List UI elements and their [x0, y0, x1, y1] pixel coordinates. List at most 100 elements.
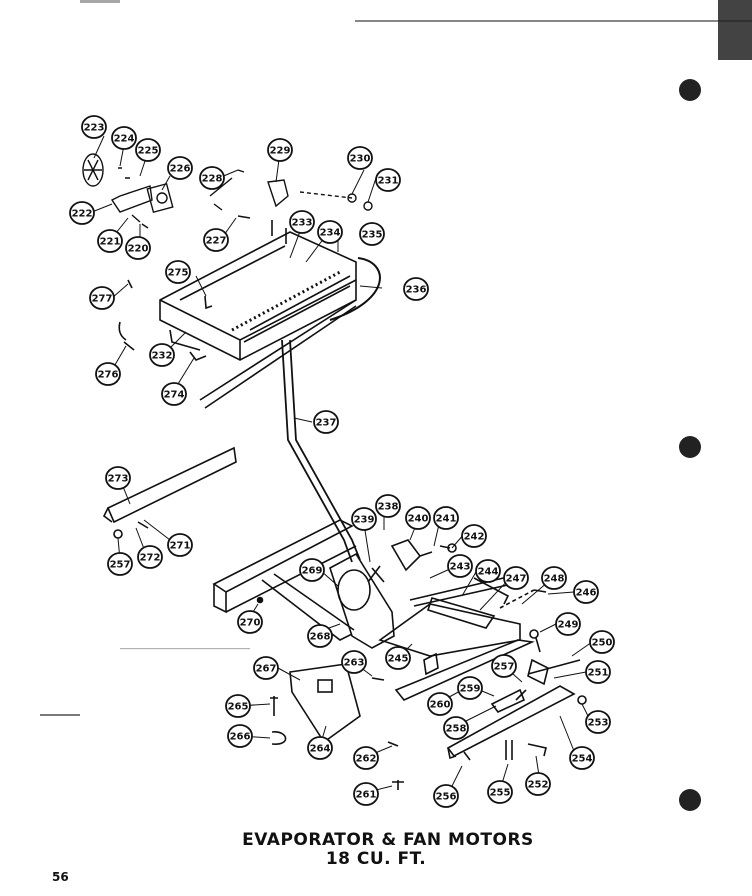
callout-circle: [427, 692, 453, 716]
callout-circle: [317, 220, 343, 244]
callout-circle: [95, 362, 121, 386]
callout-label: 223: [84, 123, 105, 134]
callout-274: 274: [161, 382, 187, 406]
callout-260: 260: [427, 692, 453, 716]
callout-268: 268: [307, 624, 333, 648]
callout-label: 268: [310, 632, 331, 643]
callout-244: 244: [475, 559, 501, 583]
callout-276: 276: [95, 362, 121, 386]
refrigerant-tube: [281, 339, 361, 563]
callout-252: 252: [525, 772, 551, 796]
callout-label: 267: [256, 664, 277, 675]
callout-circle: [149, 343, 175, 367]
callout-circle: [585, 660, 611, 684]
callout-275: 275: [165, 260, 191, 284]
callout-circle: [457, 676, 483, 700]
callout-263: 263: [341, 650, 367, 674]
callout-label: 231: [378, 176, 399, 187]
evaporator-coil: [118, 220, 381, 409]
callout-circle: [225, 694, 251, 718]
callout-251: 251: [585, 660, 611, 684]
callout-circle: [111, 126, 137, 150]
callout-circle: [461, 524, 487, 548]
callout-label: 243: [450, 562, 471, 573]
callout-circle: [167, 533, 193, 557]
callout-circle: [375, 168, 401, 192]
callout-243: 243: [447, 554, 473, 578]
callout-label: 239: [354, 515, 375, 526]
callout-label: 224: [114, 134, 135, 145]
fan-motor-frame: [212, 519, 587, 761]
callout-bubbles: 2232242252262222212202282292272302312332…: [69, 115, 615, 808]
callout-label: 260: [430, 700, 451, 711]
callout-label: 270: [240, 618, 261, 629]
callout-240: 240: [405, 506, 431, 530]
callout-label: 245: [388, 654, 409, 665]
callout-label: 247: [506, 574, 527, 585]
callout-label: 248: [544, 574, 565, 585]
callout-250: 250: [589, 630, 615, 654]
callout-223: 223: [81, 115, 107, 139]
callout-249: 249: [555, 612, 581, 636]
callout-label: 238: [378, 502, 399, 513]
callout-271: 271: [167, 533, 193, 557]
callout-label: 257: [494, 662, 515, 673]
callout-232: 232: [149, 343, 175, 367]
callout-label: 234: [320, 228, 341, 239]
callout-circle: [385, 646, 411, 670]
callout-label: 257: [110, 560, 131, 571]
callout-230: 230: [347, 146, 373, 170]
callout-label: 262: [356, 754, 377, 765]
callout-circle: [585, 710, 611, 734]
callout-circle: [475, 559, 501, 583]
callout-234: 234: [317, 220, 343, 244]
callout-circle: [353, 746, 379, 770]
callout-circle: [203, 228, 229, 252]
callout-242: 242: [461, 524, 487, 548]
callout-264: 264: [307, 736, 333, 760]
lower-bracket-assembly: [270, 663, 404, 790]
callout-circle: [161, 382, 187, 406]
callout-circle: [89, 286, 115, 310]
callout-229: 229: [267, 138, 293, 162]
callout-circle: [135, 138, 161, 162]
callout-label: 271: [170, 541, 191, 552]
callout-224: 224: [111, 126, 137, 150]
callout-circle: [525, 772, 551, 796]
callout-label: 272: [140, 553, 161, 564]
callout-circle: [555, 612, 581, 636]
scan-artifacts: [40, 0, 752, 811]
callout-label: 275: [168, 268, 189, 279]
callout-272: 272: [137, 545, 163, 569]
callout-label: 276: [98, 370, 119, 381]
callout-259: 259: [457, 676, 483, 700]
callout-254: 254: [569, 746, 595, 770]
callout-238: 238: [375, 494, 401, 518]
callout-label: 264: [310, 744, 331, 755]
callout-circle: [541, 566, 567, 590]
callout-label: 265: [228, 702, 249, 713]
callout-label: 244: [478, 567, 499, 578]
callout-228: 228: [199, 166, 225, 190]
callout-label: 233: [292, 218, 313, 229]
callout-label: 269: [302, 566, 323, 577]
callout-227: 227: [203, 228, 229, 252]
callout-256: 256: [433, 784, 459, 808]
callout-label: 263: [344, 658, 365, 669]
callout-label: 259: [460, 684, 481, 695]
callout-circle: [353, 782, 379, 806]
callout-222: 222: [69, 201, 95, 225]
callout-label: 251: [588, 668, 609, 679]
callout-circle: [491, 654, 517, 678]
callout-221: 221: [97, 229, 123, 253]
callout-circle: [433, 506, 459, 530]
callout-265: 265: [225, 694, 251, 718]
callout-247: 247: [503, 566, 529, 590]
callout-241: 241: [433, 506, 459, 530]
callout-220: 220: [125, 236, 151, 260]
callout-255: 255: [487, 780, 513, 804]
callout-circle: [299, 558, 325, 582]
fan-motor-assembly-upper: [82, 153, 373, 229]
callout-label: 261: [356, 790, 377, 801]
callout-circle: [403, 277, 429, 301]
